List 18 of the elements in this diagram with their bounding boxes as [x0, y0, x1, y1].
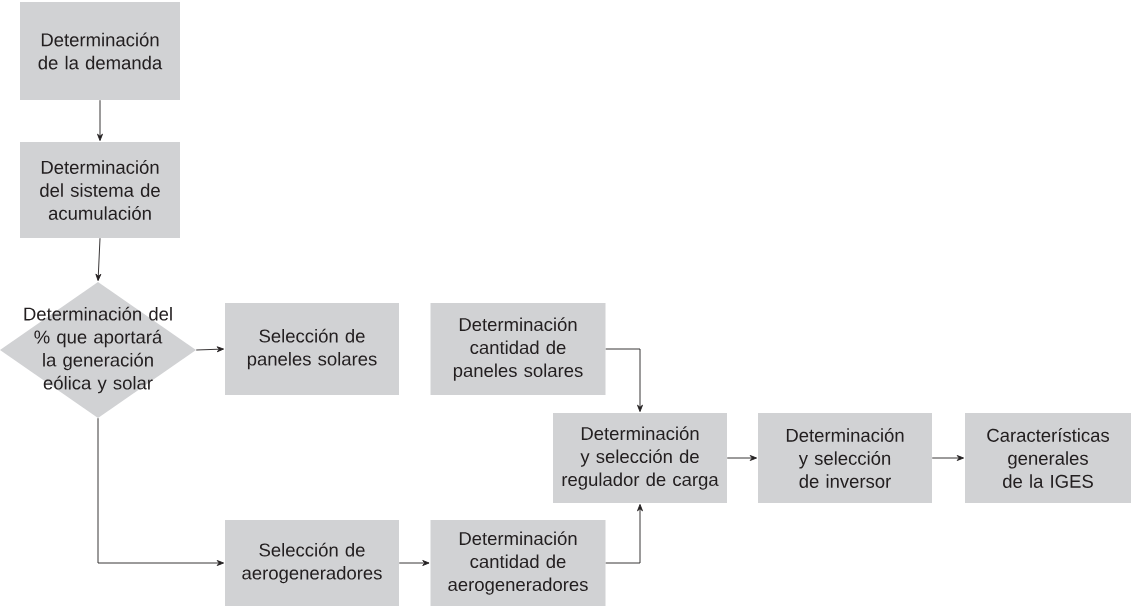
arrow	[97, 99, 103, 141]
process-box: Determinación del sistema de acumulación	[20, 142, 180, 238]
process-box: Características generales de la IGES	[965, 413, 1131, 503]
arrow	[605, 348, 643, 412]
process-box: Selección de paneles solares	[225, 303, 399, 395]
arrow	[931, 455, 965, 461]
arrow	[398, 560, 430, 566]
arrow	[95, 237, 102, 281]
process-box: Determinación cantidad de aerogeneradores	[430, 520, 606, 606]
arrow	[195, 346, 224, 353]
arrow	[97, 417, 224, 566]
process-box: Determinación cantidad de paneles solares	[430, 303, 606, 395]
arrow	[726, 455, 758, 461]
process-box: Determinación y selección de regulador de carga	[553, 413, 727, 503]
arrow	[605, 504, 643, 564]
process-box: Determinación de la demanda	[20, 2, 180, 100]
process-box: Determinación y selección de inversor	[758, 413, 932, 503]
process-box: Selección de aerogeneradores	[225, 520, 399, 606]
